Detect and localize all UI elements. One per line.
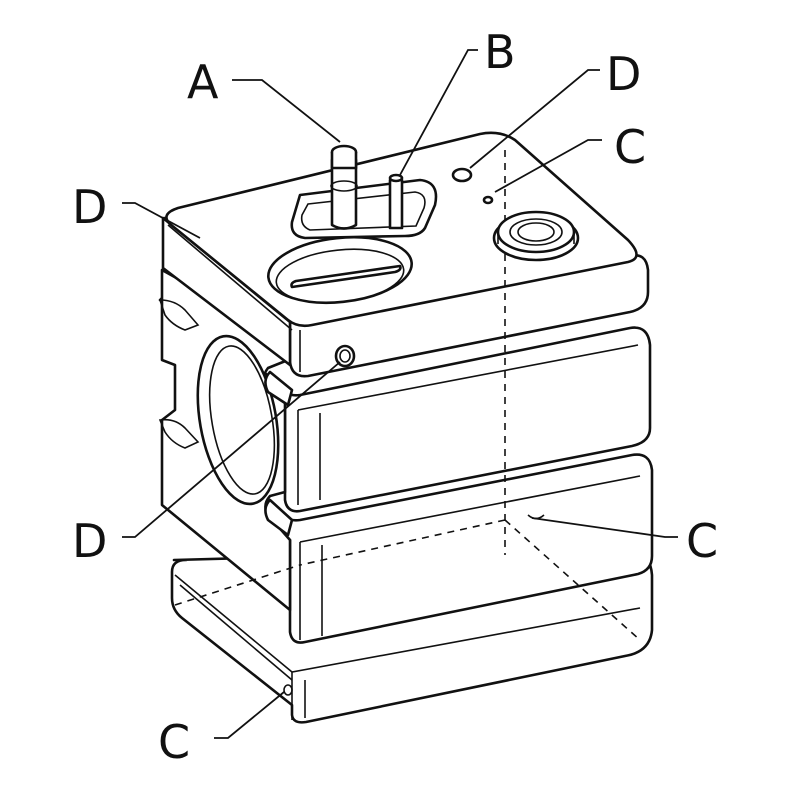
hidden-edges bbox=[174, 150, 641, 641]
screw-cap bbox=[492, 210, 580, 262]
top-vent-hole-d bbox=[451, 167, 473, 183]
side-hole-d bbox=[334, 344, 356, 368]
label-c-top-right: C bbox=[614, 120, 646, 174]
pipe-a bbox=[330, 144, 358, 230]
pipe-b bbox=[388, 173, 404, 230]
label-a: A bbox=[187, 55, 219, 109]
side-handle-opening bbox=[196, 334, 280, 506]
label-b: B bbox=[484, 25, 516, 79]
label-c-left-bottom: C bbox=[158, 715, 190, 769]
large-fill-cap bbox=[267, 235, 413, 305]
leader-lines bbox=[122, 49, 678, 739]
label-d-left-bottom: D bbox=[72, 514, 107, 568]
label-d-left-top: D bbox=[72, 180, 107, 234]
label-d-top-right: D bbox=[606, 47, 641, 101]
top-small-hole-c bbox=[482, 195, 494, 205]
label-c-right-bottom: C bbox=[686, 514, 718, 568]
drain-plug-c-bottom bbox=[283, 684, 293, 696]
left-side-face bbox=[158, 268, 294, 612]
